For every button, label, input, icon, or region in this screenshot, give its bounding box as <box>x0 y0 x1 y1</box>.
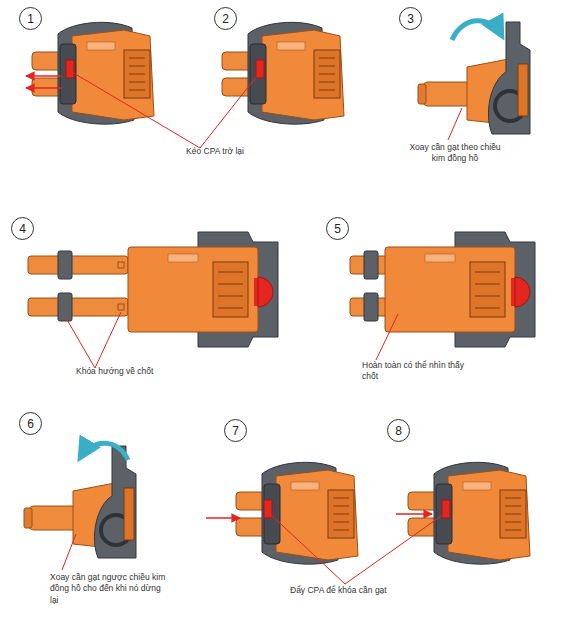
step-number: 7 <box>224 419 247 442</box>
step-number: 3 <box>399 7 422 30</box>
callout-number: 7 <box>232 424 239 438</box>
direction-arrow <box>396 513 432 515</box>
connector-illustration <box>24 446 136 558</box>
direction-arrow <box>26 75 62 77</box>
lock-clip <box>58 293 72 321</box>
rotation-arrow <box>80 443 128 460</box>
step-number: 5 <box>326 217 349 240</box>
direction-arrow <box>26 87 62 89</box>
callout-number: 3 <box>407 12 414 26</box>
latch-window <box>118 304 124 310</box>
step-number: 6 <box>19 412 42 435</box>
leader-line <box>95 312 121 368</box>
leader-line <box>62 534 76 570</box>
callout-number: 5 <box>334 222 341 236</box>
callout-number: 4 <box>19 222 26 236</box>
connector-illustration <box>236 462 358 564</box>
instruction-caption: Khóa hướng về chốt <box>76 366 196 377</box>
cpa <box>442 500 450 518</box>
callout-number: 2 <box>222 12 229 26</box>
cpa <box>66 60 74 78</box>
connector-illustration <box>385 232 535 347</box>
connector-illustration <box>128 232 278 347</box>
cable-tube <box>28 256 128 274</box>
connector-illustration <box>222 22 344 124</box>
connector-illustration <box>32 22 154 124</box>
rotation-arrow <box>452 21 502 40</box>
leader-line <box>268 512 345 584</box>
step-number: 4 <box>11 217 34 240</box>
lock-clip <box>58 251 72 279</box>
step-number: 1 <box>19 7 42 30</box>
step-number: 8 <box>387 419 410 442</box>
latch-window <box>118 262 124 268</box>
leader-line <box>448 108 462 140</box>
leader-line <box>72 72 200 148</box>
leader-line <box>66 318 95 368</box>
leader-line <box>376 314 398 360</box>
instruction-caption: Xoay cần gạt theo chiều kim đồng hồ <box>405 142 505 165</box>
cable-tube <box>28 298 128 316</box>
leader-line <box>200 72 260 148</box>
callout-number: 1 <box>27 12 34 26</box>
direction-arrow <box>206 517 240 519</box>
callout-number: 6 <box>27 417 34 431</box>
instruction-caption: Xoay cần gạt ngược chiều kim đồng hồ cho… <box>50 572 168 606</box>
lock-clip <box>364 293 378 321</box>
instruction-caption: Kéo CPA trở lại <box>160 146 270 157</box>
instruction-caption: Hoàn toàn có thể nhìn thấy chốt <box>362 360 472 383</box>
leader-line <box>345 514 444 584</box>
connector-illustration <box>418 22 530 134</box>
step-number: 2 <box>214 7 237 30</box>
lock-clip <box>364 251 378 279</box>
callout-number: 8 <box>395 424 402 438</box>
instruction-caption: Đẩy CPA để khóa cần gạt <box>290 585 430 596</box>
